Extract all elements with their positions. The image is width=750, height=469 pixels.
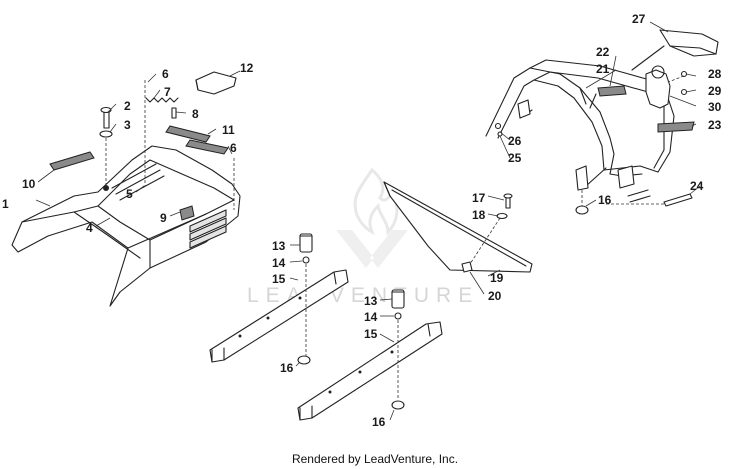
- rendered-by-caption: Rendered by LeadVenture, Inc.: [292, 452, 458, 466]
- callout-5: 5: [126, 187, 133, 201]
- floorboard-assembly: [11, 70, 241, 307]
- clip-part-9: [179, 205, 195, 221]
- callout-2: 2: [124, 99, 131, 113]
- grip-pad-part-11b: [185, 139, 229, 155]
- callout-30: 30: [708, 100, 722, 114]
- callout-19: 19: [490, 271, 504, 285]
- spring-part-7: [145, 97, 179, 103]
- callout-17: 17: [472, 191, 486, 205]
- grip-pad-part-11a: [165, 125, 211, 143]
- bolt-part-14b: [394, 312, 402, 320]
- grip-pad-part-10: [49, 151, 95, 171]
- side-rail-assembly-lower: [297, 289, 443, 421]
- bolt-part-26: [494, 122, 502, 130]
- callout-3: 3: [124, 118, 131, 132]
- block-part-13a: [299, 233, 313, 253]
- callout-16b: 16: [372, 415, 386, 429]
- callout-20: 20: [488, 289, 502, 303]
- callout-16c: 16: [598, 193, 612, 207]
- bolt-part-28: [680, 70, 688, 78]
- callout-4: 4: [86, 221, 93, 235]
- grip-pad-part-23: [657, 121, 695, 133]
- callout-26: 26: [508, 134, 522, 148]
- callout-13a: 13: [272, 239, 286, 253]
- washer-part-3: [99, 130, 113, 138]
- callout-labels: 1 2 3 4 5 6 6 7 8 9 10 11 12 13 13 14 14…: [2, 12, 722, 429]
- callout-28: 28: [708, 67, 722, 81]
- callout-21: 21: [596, 62, 610, 76]
- hitch-part-30: [645, 69, 671, 109]
- nut-part-16b: [391, 400, 405, 410]
- callout-27: 27: [632, 12, 646, 26]
- callout-24: 24: [690, 179, 704, 193]
- callout-14b: 14: [364, 310, 378, 324]
- tail-plate-part-27: [659, 29, 719, 57]
- nut-part-16a: [297, 355, 311, 365]
- nut-part-16c: [575, 205, 589, 215]
- callout-10: 10: [22, 177, 36, 191]
- callout-6a: 6: [162, 67, 169, 81]
- callout-12: 12: [240, 61, 254, 75]
- block-part-13b: [391, 289, 405, 309]
- grip-pad-part-22: [597, 85, 627, 97]
- pin-part-8: [171, 107, 177, 119]
- callout-14a: 14: [272, 256, 286, 270]
- nut-part-29: [680, 88, 688, 96]
- callout-18: 18: [472, 208, 486, 222]
- bolt-part-14a: [302, 256, 310, 264]
- flame-logo-icon: [336, 167, 408, 268]
- callout-11: 11: [222, 123, 235, 137]
- rear-bumper-assembly: [485, 21, 719, 215]
- callout-29: 29: [708, 84, 722, 98]
- washer-part-18: [496, 212, 508, 220]
- tray-assembly: [383, 181, 533, 295]
- callout-25: 25: [508, 151, 522, 165]
- callout-6b: 6: [230, 141, 237, 155]
- callout-22: 22: [596, 45, 610, 59]
- plug-part-20: [461, 261, 473, 273]
- bolt-part-24: [663, 193, 693, 207]
- callout-7: 7: [164, 85, 171, 99]
- callout-13b: 13: [364, 294, 378, 308]
- callout-1: 1: [2, 197, 9, 211]
- callout-15b: 15: [364, 327, 378, 341]
- callout-15a: 15: [272, 272, 286, 286]
- cover-part-12: [195, 71, 237, 95]
- side-rail-assembly-upper: [209, 233, 349, 367]
- callout-16a: 16: [280, 361, 294, 375]
- callout-23: 23: [708, 118, 722, 132]
- callout-9: 9: [160, 211, 167, 225]
- callout-8: 8: [192, 107, 199, 121]
